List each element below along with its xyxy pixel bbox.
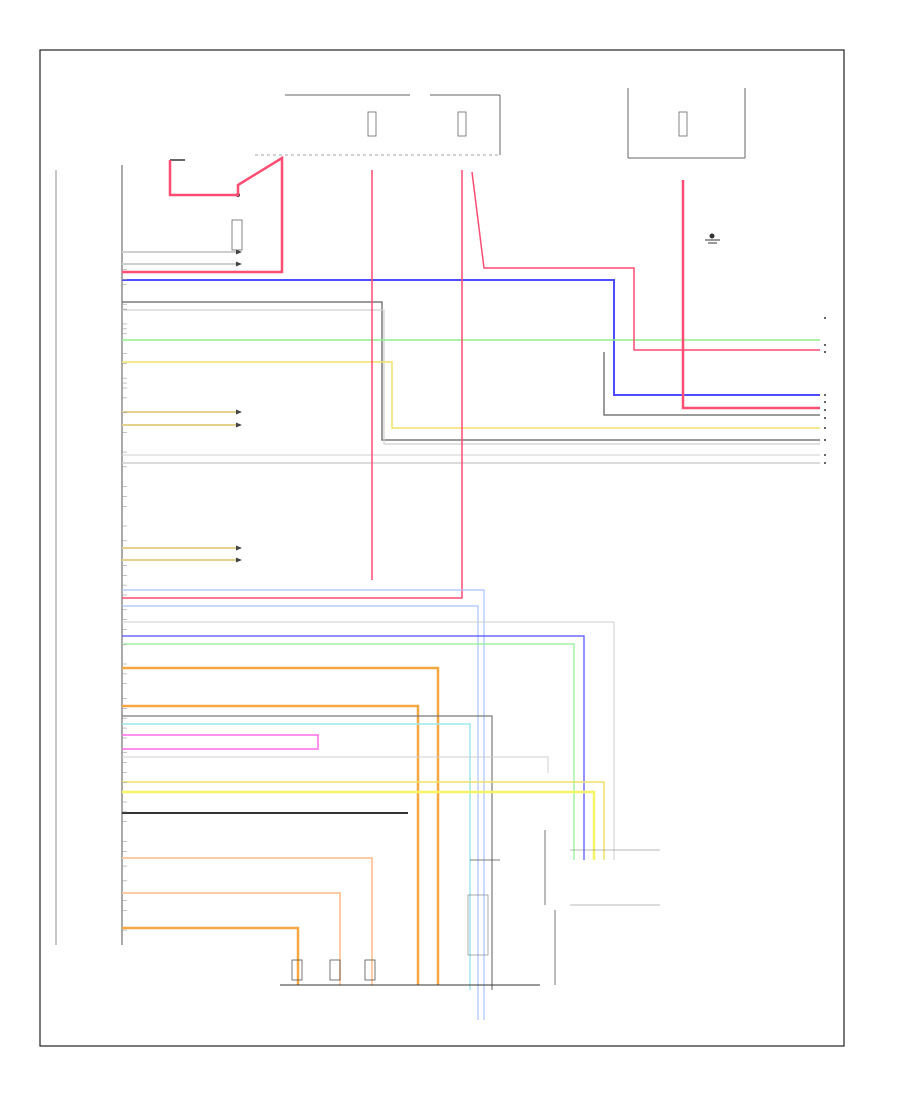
wire-gray-20 — [122, 715, 493, 990]
stub-arrow-1 — [236, 261, 242, 267]
wire-light_gray-15 — [122, 621, 615, 860]
wire-light_gray-23 — [122, 756, 549, 773]
fuse-box-top — [255, 94, 501, 156]
wire-cyan-21 — [122, 723, 471, 990]
wire-blue-1 — [122, 279, 820, 396]
wire-orange-18 — [122, 666, 440, 985]
wire-magenta-22 — [122, 734, 319, 750]
wire-red-11 — [681, 180, 820, 410]
stub-arrow-2 — [236, 409, 242, 415]
wire-light_gray-3 — [122, 309, 820, 445]
wire-pale_yellow-25 — [122, 790, 596, 860]
wire-yellow-5 — [122, 361, 820, 429]
wire-peach-27 — [122, 857, 373, 985]
wire-light_blue-14 — [122, 605, 479, 1020]
wire-harness — [122, 155, 820, 1020]
stub-arrow-3 — [236, 422, 242, 428]
diagram-frame — [39, 49, 845, 1047]
wire-red-10 — [471, 171, 820, 351]
connector-stubs — [122, 249, 242, 563]
splice-connector — [170, 159, 243, 251]
wire-gray-12 — [603, 352, 820, 416]
terminal-dots-right — [824, 317, 826, 464]
module-pin-ticks — [122, 269, 127, 931]
wire-peach-28 — [122, 892, 341, 985]
wire-gray-2 — [122, 301, 820, 441]
wire-green-17 — [122, 643, 575, 860]
wire-red-9 — [122, 170, 463, 599]
wire-blue-16 — [122, 635, 585, 860]
stub-arrow-0 — [236, 249, 242, 255]
bottom-ground-bus — [280, 910, 556, 986]
stub-arrow-4 — [236, 545, 242, 551]
stub-arrow-5 — [236, 557, 242, 563]
wire-yellow-24 — [122, 781, 605, 860]
fuse-box-right — [627, 88, 746, 159]
wire-light_blue-13 — [122, 589, 485, 1020]
sensor-connector-right — [544, 830, 660, 906]
wire-orange-19 — [122, 704, 420, 985]
wire-red-0 — [122, 155, 284, 274]
ground-symbol — [705, 233, 720, 244]
inline-connector-mid — [467, 859, 500, 956]
wire-orange-29 — [122, 926, 300, 985]
